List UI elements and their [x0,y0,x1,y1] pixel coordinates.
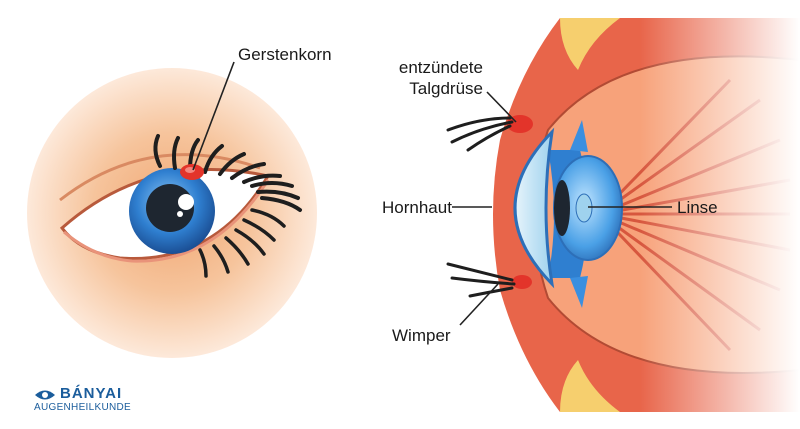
cornea-label: Hornhaut [382,198,452,217]
eye-cross-section [446,0,800,429]
cornea [513,127,555,289]
pupil-dark [554,180,570,236]
pupil-highlight-small [177,211,183,217]
gland-label-line2: Talgdrüse [409,79,483,98]
pupil-highlight [178,194,194,210]
brand-subtitle: AUGENHEILKUNDE [34,402,131,413]
iris-spikes [570,120,588,308]
fat-tissue-top [560,18,620,70]
lower-gland [512,275,532,289]
eyelash-leader-line [459,283,499,326]
fat-tissue-bottom [560,360,620,412]
lower-lid [63,179,270,263]
gland-label-line1: entzündete [398,58,483,77]
lens-label: Linse [677,198,718,217]
eyelash-label: Wimper [392,326,451,345]
stye-label: Gerstenkorn [238,45,332,64]
lower-eyelashes [198,208,286,278]
stye-highlight [185,167,195,173]
brand-name: BÁNYAI [60,385,123,402]
external-eye-illustration [27,61,317,358]
right-fade [640,0,800,429]
eye-logo-icon [35,390,55,400]
lens-nucleus [575,193,593,223]
stye-leader-line [192,61,235,171]
gland-leader-line [486,91,517,123]
